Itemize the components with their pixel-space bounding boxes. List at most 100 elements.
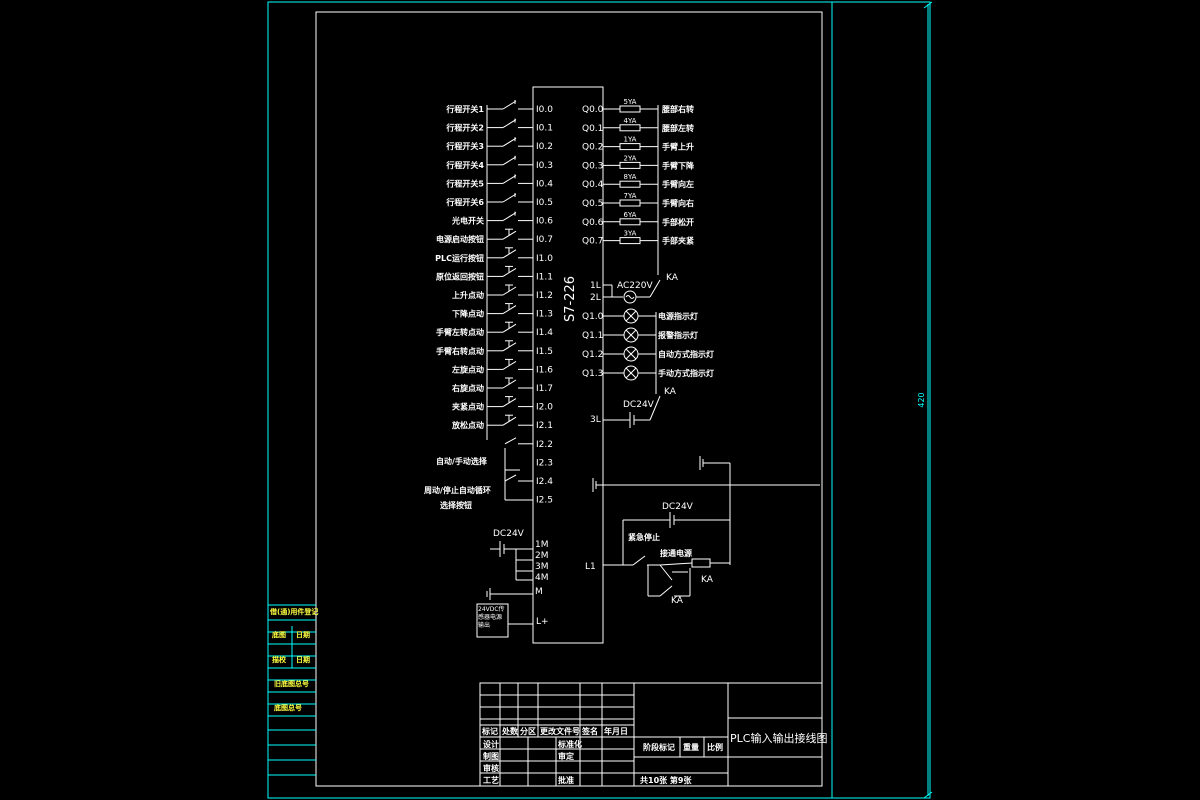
input-row: I2.3 [536, 458, 553, 468]
coil-label: 2YA [624, 154, 637, 162]
coil-symbol [619, 218, 641, 226]
tb-sheet-info: 共10张 第9张 [640, 775, 692, 785]
coil-label: 1YA [624, 136, 637, 144]
input-address: I0.2 [536, 142, 553, 152]
lamp-cross [625, 348, 637, 360]
lamp-address: Q1.3 [582, 369, 603, 379]
output-label: 腰部右转 [661, 104, 694, 114]
ka-contact [649, 279, 661, 298]
terminal-4m: 4M [535, 573, 549, 583]
output-label: 腰部左转 [661, 123, 694, 133]
input-label: 放松点动 [451, 420, 484, 430]
input-section: I0.0行程开关1I0.1行程开关2I0.2行程开关3I0.3行程开关4I0.4… [435, 100, 553, 506]
selector-blade [504, 437, 517, 445]
input-group-label-2: 选择按钮 [440, 500, 472, 510]
lamp-address: Q1.2 [582, 350, 603, 360]
coil-label: 7YA [624, 192, 637, 200]
selector-blade [504, 474, 517, 482]
input-label: 右旋点动 [451, 383, 484, 393]
input-address: I0.1 [536, 124, 553, 134]
input-row: I2.2 [504, 437, 553, 450]
input-address: I1.2 [536, 291, 553, 301]
tb-scale: 比例 [707, 742, 723, 752]
input-address: I0.4 [536, 179, 553, 189]
input-address: I1.3 [536, 310, 553, 320]
output-row: Q0.1 4YA 腰部左转 [582, 117, 694, 134]
terminal-lplus: L+ [536, 617, 549, 627]
input-address: I2.4 [536, 477, 553, 487]
coil-wire [659, 562, 693, 566]
output-address: Q0.1 [582, 124, 603, 134]
dimension-value: 420 [917, 392, 926, 407]
dimension-marker: 420 [917, 1, 933, 799]
lamp-cross [625, 367, 637, 379]
output-label: 手臂上升 [662, 142, 694, 152]
output-address: Q0.4 [582, 180, 604, 190]
left-strip-table: 借(通)用件登记 底图 日期 描校 日期 旧底图总号 底图总号 [268, 604, 318, 776]
input-address: I2.1 [536, 421, 553, 431]
input-label: PLC运行按钮 [435, 253, 484, 263]
terminal-3m: 3M [535, 562, 549, 572]
tb-approve: 批准 [558, 775, 574, 785]
output-address: Q0.6 [582, 218, 604, 228]
strip-label-6: 底图总号 [274, 703, 302, 712]
input-address: I2.0 [536, 403, 553, 413]
strip-label-1: 底图 [272, 630, 286, 639]
ka-contact [659, 585, 673, 597]
coil-label: 4YA [624, 117, 637, 125]
input-address: I1.4 [536, 328, 553, 338]
input-label: 行程开关4 [445, 160, 484, 170]
ka-label-2: KA [664, 387, 677, 397]
tb-drawing-title: PLC输入输出接线图 [730, 731, 827, 745]
strip-label-4: 日期 [296, 655, 310, 664]
terminal-1l: 1L [590, 281, 601, 291]
strip-label-0: 借(通)用件登记 [269, 607, 318, 616]
ka-contact [649, 395, 661, 421]
drawing-frame [315, 11, 823, 787]
coil-symbol [619, 180, 641, 188]
ac-wave [625, 295, 635, 299]
input-label: 原位返回按钮 [436, 271, 484, 281]
input-address: I1.1 [536, 272, 553, 282]
input-label: 光电开关 [451, 216, 484, 226]
input-row: I1.1 原位返回按钮 [436, 265, 553, 282]
coil-symbol [619, 124, 641, 132]
estop-blade [632, 555, 646, 566]
switch-blade [502, 193, 517, 203]
plc-model: S7-226 [563, 276, 578, 322]
sensor-supply-box [476, 603, 509, 638]
coil-label: 8YA [624, 173, 637, 181]
tb-role-cell: 设计 [483, 739, 499, 749]
output-label: 手臂下降 [662, 160, 695, 170]
output-label: 手部松开 [662, 217, 694, 227]
input-row: I0.1 行程开关2 [445, 118, 553, 134]
output-address: Q0.7 [582, 237, 603, 247]
input-row: I2.4 [504, 474, 553, 487]
title-block: 标记处数分区更改文件号签名年月日设计制图审核工艺标准化审定批准阶段标记重量比例共… [479, 682, 827, 787]
tb-role-cell: 审核 [483, 763, 499, 773]
input-group-label-0: 自动/手动选择 [436, 456, 488, 466]
tb-role-cell: 制图 [483, 751, 499, 761]
output-address: Q0.5 [582, 199, 603, 209]
input-label: 行程开关2 [445, 123, 484, 133]
emergency-stop-label: 紧急停止 [628, 532, 660, 542]
input-label: 下降点动 [452, 309, 484, 319]
ka-label-4: KA [671, 596, 684, 606]
coil-label: 6YA [624, 211, 637, 219]
input-row: I2.1 放松点动 [451, 414, 553, 431]
ac-supply-label: AC220V [617, 281, 653, 291]
